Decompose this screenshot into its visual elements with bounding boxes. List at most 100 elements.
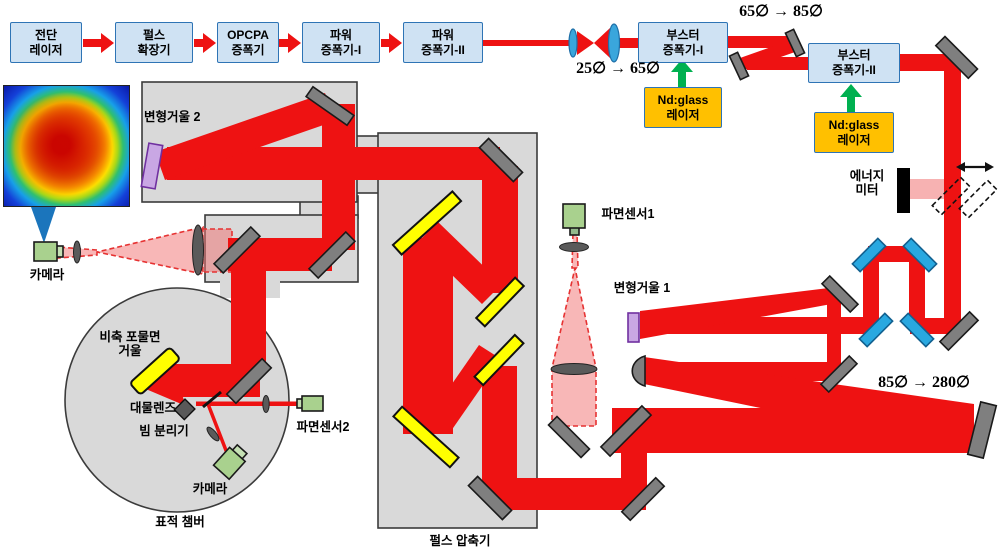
box-opcpa-amp: OPCPA 증폭기: [217, 22, 279, 63]
camera-top-body: [33, 241, 58, 262]
beam-280mm: [612, 408, 974, 453]
label-oap: 비축 포물면 거울: [99, 330, 161, 359]
label-camera-chamber: 카메라: [192, 482, 228, 496]
box-booster-amp-2: 부스터 증폭기-II: [808, 43, 900, 83]
flow-arrow-4: [381, 33, 402, 53]
label-deformable-mirror-1: 변형거울 1: [613, 281, 671, 295]
camera-converging-beam: [96, 225, 204, 275]
turning-mirror-periscope-entry: [938, 310, 980, 352]
wfs1-relay-lens-small: [559, 242, 589, 252]
deformable-mirror-2: [140, 142, 164, 190]
periscope-beam-2: [909, 255, 925, 330]
wavefront-sensor2-body: [301, 395, 324, 412]
beam-to-chamber-camera: [206, 403, 229, 454]
beam-to-wfs2: [196, 401, 303, 406]
beam-into-compressor: [494, 478, 646, 510]
cyan-mirror-lower-right: [899, 312, 935, 348]
energy-meter-element: [897, 168, 910, 213]
dm2-fold-mirror: [304, 85, 356, 127]
wfs2-lens: [262, 395, 270, 413]
label-expand-65-85: 65∅ → 85∅: [739, 3, 823, 20]
telescope-focus-right: [594, 28, 610, 58]
beam-profile-image: [3, 85, 130, 207]
removable-pickoff-mirror-out: [958, 179, 998, 219]
beam-to-booster2: [747, 57, 808, 70]
compressor-bottom-mirror: [467, 475, 513, 521]
fold-vertical-beam: [827, 294, 841, 374]
box-power-amp-1: 파워 증폭기-I: [302, 22, 380, 63]
compressor-diagonal-g1-g2: [418, 222, 502, 304]
energy-meter-pickoff-beam: [910, 179, 946, 199]
removable-pickoff-mirror-in: [931, 176, 971, 216]
compressor-beam-v2: [403, 238, 453, 434]
corridor-mirror-1: [307, 230, 357, 280]
deformable1-output-beam: [640, 287, 837, 339]
label-expand-25-65: 25∅ → 65∅: [576, 60, 660, 77]
wfs1-relay-lens-large: [550, 363, 598, 375]
periscope-beam-4: [863, 255, 879, 330]
callout-pointer: [31, 207, 56, 243]
label-beam-splitter: 빔 분리기: [139, 424, 189, 438]
flow-arrow-2: [194, 33, 216, 53]
telescope-lens-1: [568, 28, 578, 58]
diagnostic-beams: [57, 179, 946, 427]
cyan-mirror-upper-left: [851, 237, 887, 273]
pump-arrows: [671, 59, 862, 112]
compressor-top-mirror: [478, 137, 524, 183]
beam-splitter-element: [202, 390, 222, 409]
compressor-beam-v3: [482, 166, 518, 293]
cyan-mirror-upper-right: [902, 237, 938, 273]
concave-expander-mirror: [966, 400, 998, 460]
turning-mirror-280-down: [599, 404, 653, 458]
beam-to-booster1: [619, 38, 639, 48]
vertical-transport-beam: [944, 60, 961, 333]
label-pulse-compressor: 펄스 압축기: [429, 534, 491, 548]
box-ndglass-laser-2: Nd:glass 레이저: [814, 112, 894, 153]
box-front-laser-line2: 레이저: [29, 42, 63, 57]
grating-2: [474, 276, 526, 328]
slide-arrow-right-head: [985, 162, 994, 172]
fold-mirror-lower: [819, 354, 859, 394]
chamber-camera-lens: [206, 426, 220, 442]
label-camera-top: 카메라: [29, 268, 65, 282]
box-power-amp-2: 파워 증폭기-II: [403, 22, 483, 63]
box-front-laser-line1: 전단: [34, 27, 58, 42]
label-objective-lens: 대물렌즈: [129, 401, 176, 415]
beam-to-telescope: [483, 40, 571, 46]
camera-relay-lens-large: [192, 224, 204, 276]
deformable-mirror-1: [627, 312, 640, 343]
label-expand-85-280: 85∅ → 280∅: [878, 374, 970, 391]
grating-1: [391, 189, 463, 257]
label-deformable-mirror-2: 변형거울 2: [144, 110, 201, 124]
booster2-output-beam: [898, 54, 956, 71]
box-booster-amp-1: 부스터 증폭기-I: [638, 22, 728, 63]
booster1-output-beam: [727, 36, 789, 48]
wfs1-converging-beam: [550, 267, 597, 369]
chamber-entry-mirror: [225, 357, 273, 405]
wfs1-beam-column: [551, 367, 597, 427]
relay-mirror-2: [728, 51, 750, 81]
box-pulse-stretcher: 펄스 확장기: [115, 22, 193, 63]
flow-arrow-1: [83, 33, 114, 53]
slide-arrow-left-head: [956, 162, 965, 172]
wfs1-pickoff-mirror: [547, 415, 591, 459]
oap-focusing-beam: [141, 351, 186, 406]
objective-lens-element: [173, 398, 196, 421]
relay-mirror-1: [784, 28, 806, 58]
corridor-vertical-beam: [231, 252, 266, 372]
beam-down-from-dm2: [322, 104, 355, 250]
box-ndglass-laser-1: Nd:glass 레이저: [644, 87, 722, 128]
label-wavefront-sensor-2: 파면센서2: [296, 420, 350, 434]
telescope-lens-2: [607, 23, 621, 63]
box-front-laser: 전단 레이저: [10, 22, 82, 63]
camera-relay-lens-small: [73, 240, 81, 264]
turning-mirror-top-right: [934, 35, 979, 80]
flow-arrow-3: [279, 33, 301, 53]
compressor-beam-v1: [482, 366, 517, 496]
deformable2-output-beam: [155, 93, 335, 180]
off-axis-parabola-mirror: [130, 347, 180, 395]
label-target-chamber: 표적 챔버: [155, 515, 205, 529]
chamber-camera-body: [212, 446, 247, 481]
